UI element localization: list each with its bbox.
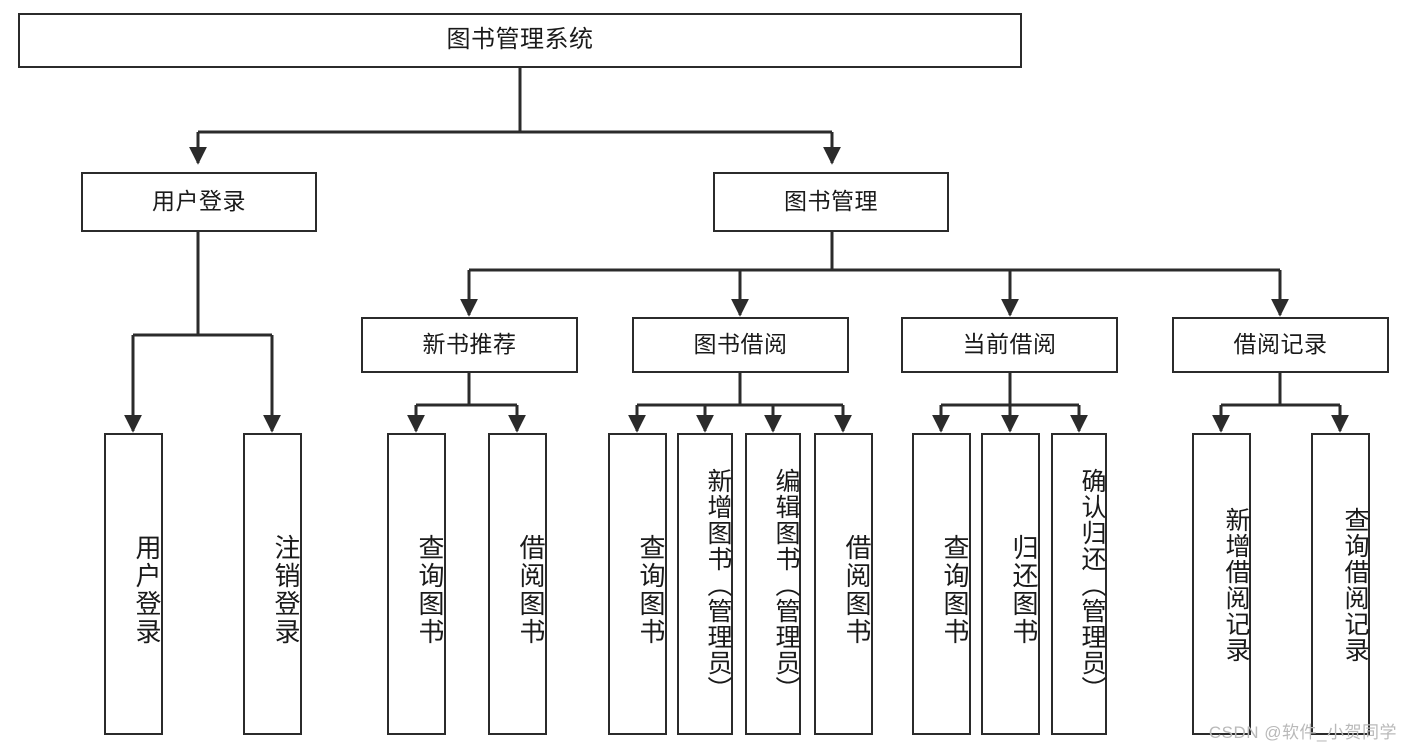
node-label: 编辑图书（管理员） (772, 468, 800, 702)
node-root-book-management-system[interactable]: 图书管理系统 (18, 13, 1022, 68)
node-label: 用户登录 (152, 188, 246, 215)
node-leaf-return-book[interactable]: 归还图书 (981, 433, 1040, 735)
node-label: 借阅图书 (516, 534, 546, 646)
node-label: 查询图书 (636, 534, 666, 646)
node-book-management[interactable]: 图书管理 (713, 172, 949, 232)
node-label: 新书推荐 (422, 331, 517, 358)
node-label: 新增图书（管理员） (704, 468, 732, 702)
node-leaf-query-book-current[interactable]: 查询图书 (912, 433, 971, 735)
csdn-watermark: CSDN @软件_小贺同学 (1208, 723, 1397, 742)
node-label: 当前借阅 (962, 331, 1057, 358)
node-borrow-record[interactable]: 借阅记录 (1172, 317, 1389, 373)
node-leaf-user-login[interactable]: 用户登录 (104, 433, 163, 735)
node-label: 图书管理系统 (446, 26, 594, 54)
node-label: 查询借阅记录 (1341, 507, 1369, 663)
node-new-book-recommend[interactable]: 新书推荐 (361, 317, 578, 373)
node-label: 归还图书 (1009, 534, 1039, 646)
node-label: 确认归还（管理员） (1078, 468, 1106, 702)
node-label: 图书借阅 (693, 331, 788, 358)
node-leaf-query-borrow-record[interactable]: 查询借阅记录 (1311, 433, 1370, 735)
node-label: 查询图书 (415, 534, 445, 646)
node-leaf-query-book-recommend[interactable]: 查询图书 (387, 433, 446, 735)
node-label: 图书管理 (784, 188, 878, 215)
node-label: 查询图书 (940, 534, 970, 646)
node-leaf-confirm-return-admin[interactable]: 确认归还（管理员） (1051, 433, 1107, 735)
node-label: 注销登录 (271, 534, 301, 646)
node-leaf-borrow-book-recommend[interactable]: 借阅图书 (488, 433, 547, 735)
node-label: 用户登录 (132, 534, 162, 646)
node-label: 新增借阅记录 (1222, 507, 1250, 663)
node-leaf-logout[interactable]: 注销登录 (243, 433, 302, 735)
node-leaf-add-book-admin[interactable]: 新增图书（管理员） (677, 433, 733, 735)
node-leaf-add-borrow-record[interactable]: 新增借阅记录 (1192, 433, 1251, 735)
node-leaf-edit-book-admin[interactable]: 编辑图书（管理员） (745, 433, 801, 735)
node-book-borrow[interactable]: 图书借阅 (632, 317, 849, 373)
node-user-login[interactable]: 用户登录 (81, 172, 317, 232)
node-label: 借阅记录 (1233, 331, 1328, 358)
node-label: 借阅图书 (842, 534, 872, 646)
node-current-borrow[interactable]: 当前借阅 (901, 317, 1118, 373)
node-leaf-query-book-borrow[interactable]: 查询图书 (608, 433, 667, 735)
node-leaf-borrow-book[interactable]: 借阅图书 (814, 433, 873, 735)
